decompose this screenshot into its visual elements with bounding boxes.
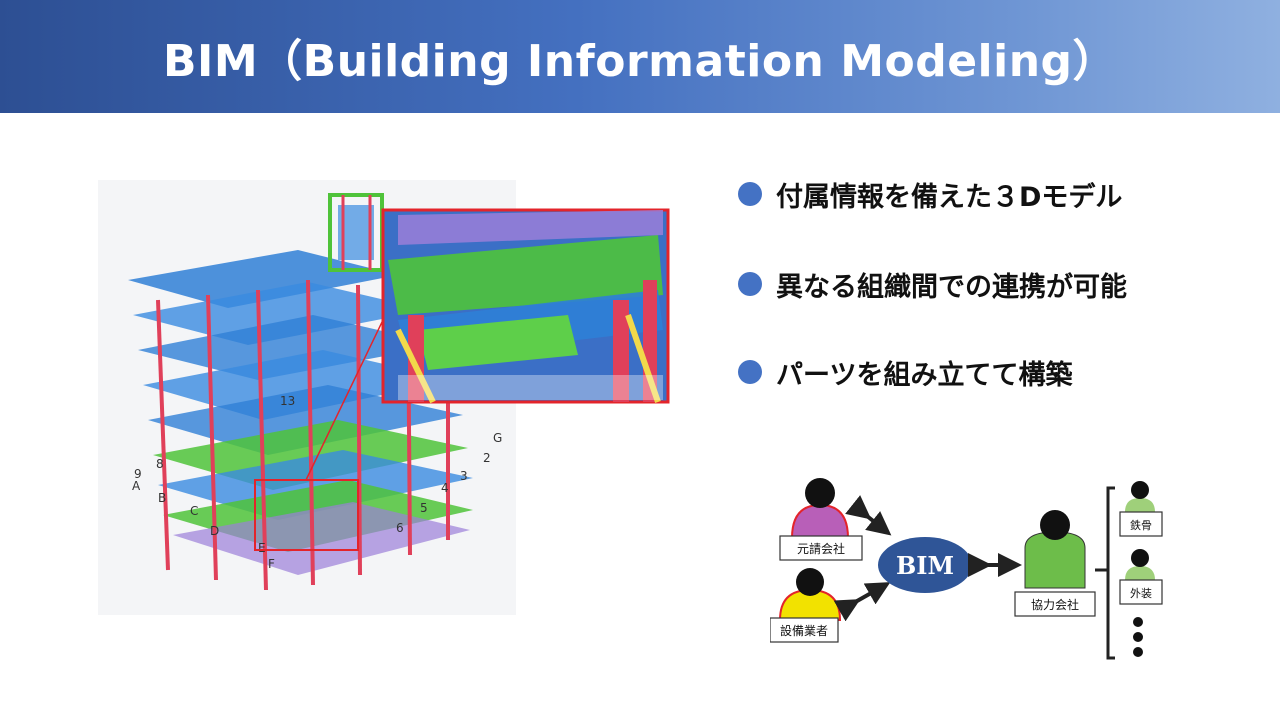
svg-text:4: 4 [441,481,449,495]
svg-text:5: 5 [420,501,428,515]
bim-center-label: BIM [896,551,954,580]
bullet-item: パーツを組み立てて構築 [738,346,1072,398]
svg-text:E: E [258,541,266,555]
bracket [1106,486,1115,660]
svg-text:6: 6 [396,521,404,535]
owner-label: 元請会社 [797,541,845,556]
double-arrow-icon [845,495,892,536]
svg-text:F: F [268,557,275,571]
title-bar [0,0,1280,113]
svg-text:9: 9 [134,467,142,481]
bullet-item: 異なる組織間での連携が可能 [738,258,1127,310]
equipment-person-icon [778,568,842,621]
svg-text:D: D [210,524,219,538]
bullet-dot-icon [738,182,762,206]
zoom-inset [381,208,670,404]
svg-text:A: A [132,479,141,493]
exterior-person-icon [1125,549,1155,580]
ellipsis-icon [1133,617,1143,657]
svg-text:8: 8 [156,457,164,471]
svg-text:13: 13 [280,394,295,408]
partner-label: 協力会社 [1031,597,1079,612]
bim-collaboration-diagram: 元請会社 設備業者 BIM 協力会社 鉄骨 外装 [770,478,1163,660]
svg-text:B: B [158,491,166,505]
bullet-text: 異なる組織間での連携が可能 [776,271,1127,303]
exterior-label: 外装 [1130,587,1152,600]
svg-text:3: 3 [460,469,468,483]
owner-person-icon [790,478,850,539]
steel-person-icon [1125,481,1155,512]
bullet-text: 付属情報を備えた３Dモデル [776,181,1123,213]
bullet-text: パーツを組み立てて構築 [776,359,1073,391]
svg-text:2: 2 [483,451,491,465]
owner-label-box [779,535,863,561]
svg-text:G: G [493,431,502,445]
bim-ellipse [878,537,972,593]
steel-label-box [1119,511,1163,537]
equipment-label-box [770,617,839,643]
partner-person-icon [1024,510,1086,589]
svg-text:C: C [190,504,198,518]
double-arrow-icon [833,582,891,622]
equipment-label: 設備業者 [780,623,828,638]
zoom-connector [305,319,384,481]
partner-label-box [1014,591,1096,617]
steel-label: 鉄骨 [1130,518,1152,532]
bullet-dot-icon [738,272,762,296]
exterior-label-box [1119,579,1163,605]
bullet-item: 付属情報を備えた３Dモデル [738,168,1122,220]
slide-title: BIM（Building Information Modeling） [162,35,1118,87]
bim-3d-model-image: G 2 3 4 5 6 9 A B C D E F 13 8 [98,180,670,615]
bullet-dot-icon [738,360,762,384]
grid-labels: G 2 3 4 5 6 9 A B C D E F 13 8 [132,394,502,571]
